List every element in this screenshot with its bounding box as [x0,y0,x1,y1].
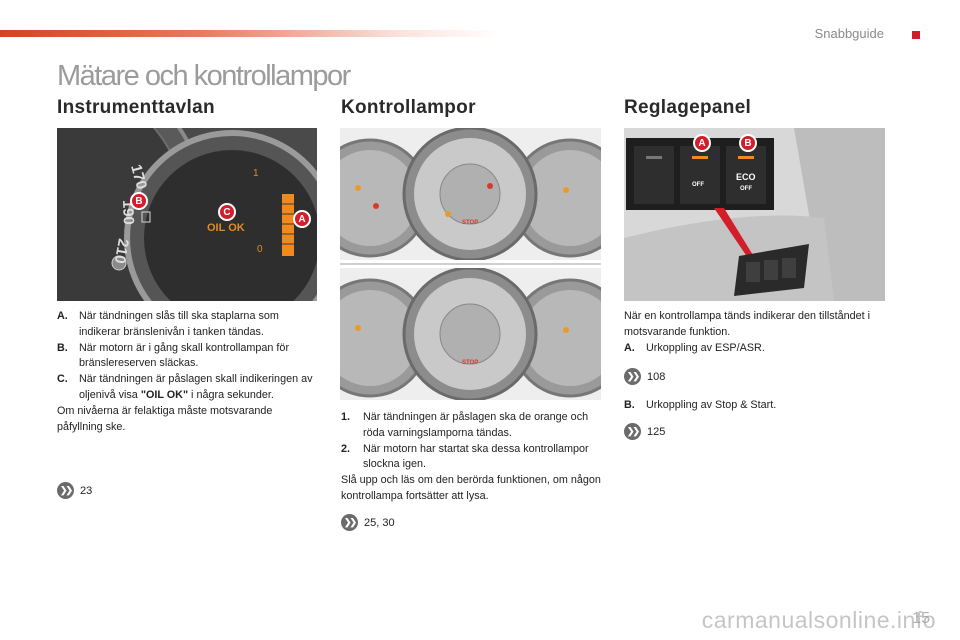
eco-off-label: OFF [740,186,752,192]
item-text: När motorn har startat ska dessa kontrol… [363,442,589,471]
page-title: Mätare och kontrollampor [57,60,351,92]
lamps-item-1: 1. När tändningen är påslagen ska de ora… [341,410,603,442]
instrument-cluster-illustration: 1 0 170 190 210 OIL OK [57,128,317,301]
item-key: A. [624,341,635,354]
lamps-item-2: 2. När motorn har startat ska dessa kont… [341,442,603,474]
item-text: När motorn är i gång skall kontrollampan… [79,341,290,370]
item-text: När tändningen slås till ska staplarna s… [79,310,279,338]
panel-a-page-ref[interactable]: ❯❯ 108 [624,368,665,385]
svg-text:0: 0 [257,244,263,255]
oil-ok-text: OIL OK [207,222,245,234]
item-text: När tändningen är påslagen skall indiker… [79,373,313,401]
panel-item-b-block: B. Urkoppling av Stop & Start. [624,398,886,414]
item-key: C. [57,373,68,386]
callout-a: A [293,210,311,228]
instrument-text: A. När tändningen slås till ska staplarn… [57,309,319,435]
lamps-photo-ignition: STOP [340,128,601,260]
callout-c: C [218,203,236,221]
item-text-c: När tändningen är påslagen skall indiker… [79,372,319,404]
item-text-tail: i några sekunder. [188,388,274,401]
panel-intro: När en kontrollampa tänds indikerar den … [624,309,886,356]
page-number: 15 [912,610,930,627]
callout-b: B [739,134,757,152]
item-text: Urkoppling av Stop & Start. [646,399,777,411]
section-marker [912,31,920,39]
ref-number: 23 [80,484,93,497]
instrument-cluster-photo: 1 0 170 190 210 OIL OK B C A [57,128,317,301]
stop-label-top: STOP [462,220,478,226]
item-key: 2. [341,442,351,455]
lamps-text: 1. När tändningen är påslagen ska de ora… [341,410,603,505]
cluster-lamps-off-illustration: STOP [340,268,601,400]
callout-b: B [130,192,148,210]
panel-item-a: A. Urkoppling av ESP/ASR. [624,341,886,357]
page-reference-icon: ❯❯ [624,423,641,440]
page-reference-icon: ❯❯ [624,368,641,385]
header-accent-bar [0,30,500,37]
lamps-note: Slå upp och läs om den berörda funktione… [341,474,601,502]
instrument-item-a: A. När tändningen slås till ska staplarn… [57,309,319,341]
panel-intro-text: När en kontrollampa tänds indikerar den … [624,310,871,338]
instrument-note: Om nivåerna är felaktiga måste motsvaran… [57,404,273,433]
lamps-heading: Kontrollampor [341,97,476,118]
dial-number-170: 170 [127,163,150,192]
photo-divider [340,263,601,265]
item-key: 1. [341,411,351,423]
item-key: B. [57,341,68,354]
ref-number: 108 [647,370,666,383]
dial-number-210: 210 [111,237,132,265]
svg-text:1: 1 [253,168,259,179]
ref-number: 125 [647,425,666,438]
item-text: När tändningen är påslagen ska de orange… [363,411,589,439]
section-label: Snabbguide [814,26,884,41]
page-reference-icon: ❯❯ [341,514,358,531]
lamps-page-ref[interactable]: ❯❯ 25, 30 [341,514,395,531]
instrument-item-c: C. När tändningen är påslagen skall indi… [57,372,319,404]
cluster-lamps-on-illustration: STOP [340,128,601,260]
callout-a: A [693,134,711,152]
item-key: A. [57,310,68,322]
watermark: carmanualsonline.info [701,607,936,633]
panel-heading: Reglagepanel [624,97,752,118]
off-button-label: OFF [692,182,704,188]
lamps-photo-running: STOP [340,268,601,400]
item-key: B. [624,399,635,411]
panel-b-page-ref[interactable]: ❯❯ 125 [624,423,665,440]
page-reference-icon: ❯❯ [57,482,74,499]
ref-number: 25, 30 [364,516,395,529]
oil-ok-emphasis: "OIL OK" [140,388,189,401]
eco-button-label: ECO [736,172,756,182]
control-panel-photo: OFF ECO OFF A B [624,128,885,301]
instrument-heading: Instrumenttavlan [57,97,215,118]
control-panel-illustration: OFF ECO OFF [624,128,885,301]
stop-label-bottom: STOP [462,360,478,366]
instrument-item-b: B. När motorn är i gång skall kontrollam… [57,341,319,373]
item-text: Urkoppling av ESP/ASR. [646,341,765,354]
panel-item-b: B. Urkoppling av Stop & Start. [624,398,886,414]
instrument-page-ref[interactable]: ❯❯ 23 [57,482,92,499]
